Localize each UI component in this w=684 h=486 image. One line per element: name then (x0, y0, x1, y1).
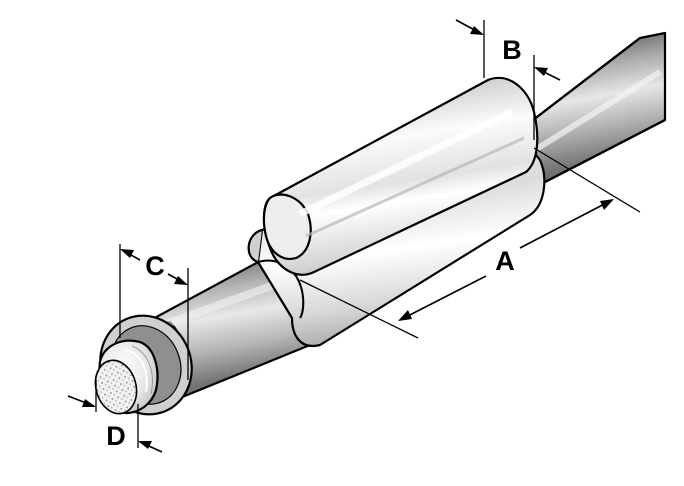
arrowhead-c-left (120, 249, 134, 258)
dim-arrow-a-lower (399, 275, 487, 321)
label-d: D (106, 421, 126, 451)
conductor-core (94, 339, 159, 415)
arrowhead-d-right (138, 441, 152, 449)
arrowhead-c-right (174, 276, 188, 285)
label-b: B (502, 35, 522, 65)
dimension-labels: B A C D (106, 35, 522, 451)
arrowhead-a-lower (398, 310, 412, 321)
marker-sleeve-upper (262, 76, 539, 276)
label-a: A (495, 246, 515, 276)
ext-line-a-left (299, 279, 419, 339)
label-c: C (145, 251, 165, 281)
cable-right (518, 31, 667, 184)
arrowhead-b-left (470, 26, 484, 35)
arrowhead-b-right (534, 67, 548, 76)
dim-arrow-a-upper (519, 199, 613, 249)
arrowhead-d-left (82, 399, 96, 407)
arrowhead-a-upper (600, 199, 614, 210)
extension-lines (95, 20, 641, 448)
dimension-arrows (67, 19, 614, 453)
strand-bundle-face (94, 359, 138, 415)
ext-line-a-right (533, 147, 641, 213)
